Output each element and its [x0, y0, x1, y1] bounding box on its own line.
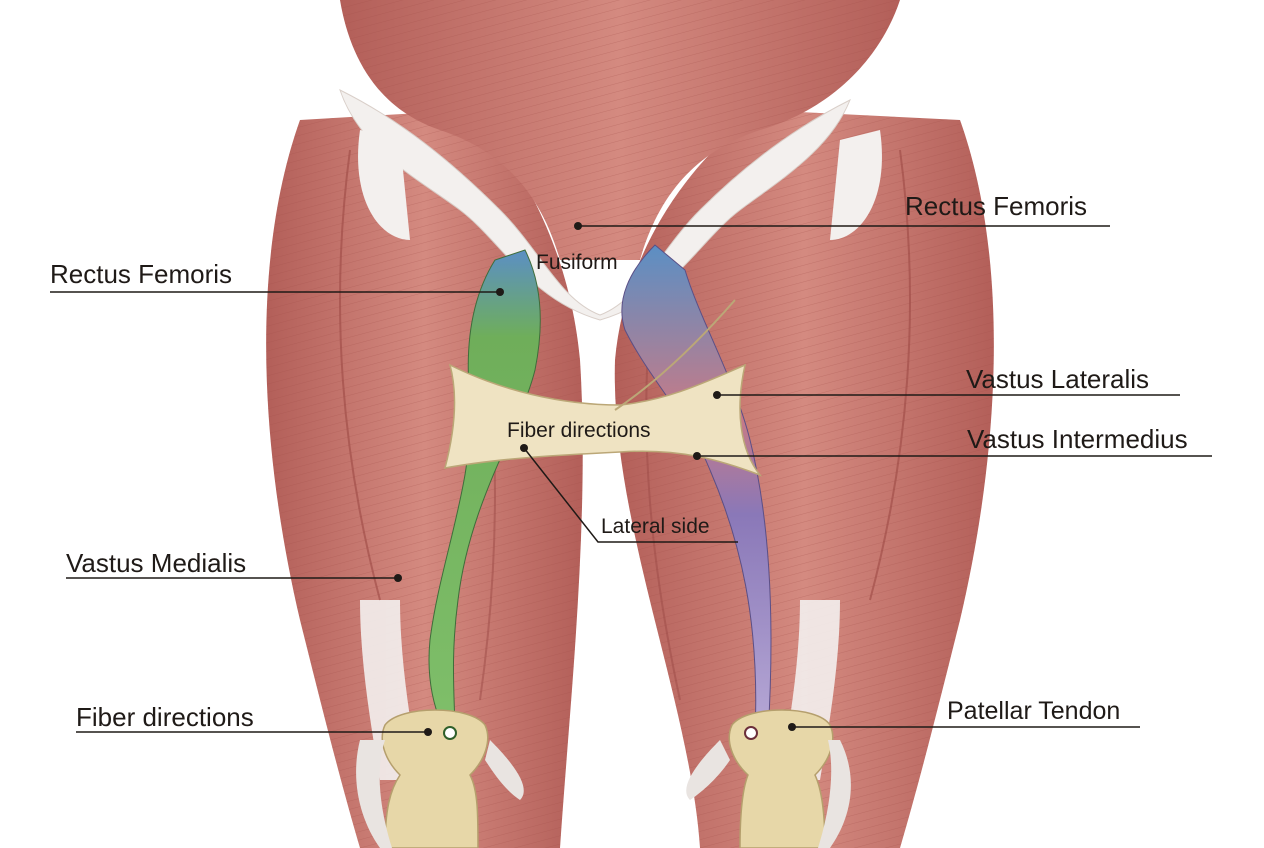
label-vastus-lateralis: Vastus Lateralis [966, 364, 1150, 394]
label-lateral-side: Lateral side [601, 515, 710, 538]
label-patellar-tendon: Patellar Tendon [947, 697, 1121, 725]
label-rectus-femoris-left: Rectus Femoris [50, 259, 233, 289]
upper-tendon [339, 89, 851, 321]
label-vastus-medialis: Vastus Medialis [66, 548, 247, 578]
label-fusiform: Fusiform [536, 251, 618, 274]
label-vastus-intermedius: Vastus Intermedius [967, 424, 1188, 454]
label-rectus-femoris-right: Rectus Femoris [905, 191, 1088, 221]
leader-lateral-side [523, 447, 738, 543]
leader-lines [50, 225, 1212, 733]
right-knee-bone [728, 709, 834, 848]
leader-dots [394, 222, 796, 736]
left-knee-bone [381, 709, 489, 848]
label-fiber-directions-center: Fiber directions [507, 419, 651, 442]
purple-highlighted-muscle [621, 244, 772, 736]
label-fiber-directions-bottom: Fiber directions [76, 702, 254, 732]
